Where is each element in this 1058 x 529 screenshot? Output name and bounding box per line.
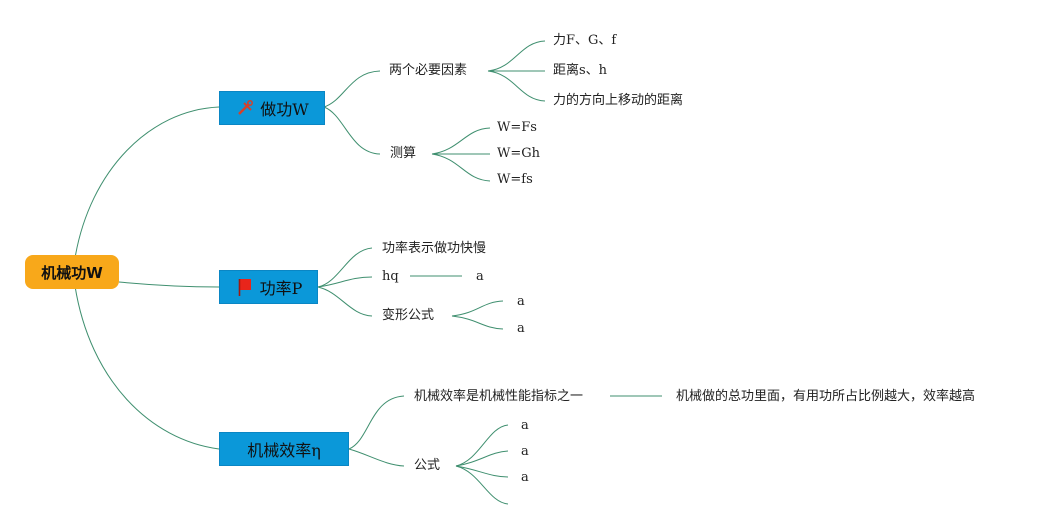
topic-two-factors[interactable]: 两个必要因素 <box>389 63 468 78</box>
branch-label: 做功W <box>260 100 309 119</box>
branch-work[interactable]: 做功W <box>219 91 325 125</box>
leaf-a[interactable]: a <box>521 444 529 459</box>
leaf-formula[interactable]: W=Fs <box>497 120 537 135</box>
leaf-force[interactable]: 力F、G、f <box>553 33 617 48</box>
leaf-direction-distance[interactable]: 力的方向上移动的距离 <box>553 93 684 108</box>
leaf-efficiency-note[interactable]: 机械做的总功里面，有用功所占比例越大，效率越高 <box>676 389 976 404</box>
topic-formula[interactable]: 公式 <box>414 458 441 473</box>
root-node[interactable]: 机械功W <box>25 255 119 289</box>
leaf-distance[interactable]: 距离s、h <box>553 63 608 78</box>
leaf-formula[interactable]: W=fs <box>497 172 533 187</box>
branch-label: 功率P <box>259 279 303 298</box>
topic-measure[interactable]: 测算 <box>390 146 417 161</box>
leaf-a[interactable]: a <box>521 470 529 485</box>
leaf-a[interactable]: a <box>517 294 525 309</box>
leaf-formula[interactable]: W=Gh <box>497 146 541 161</box>
branch-power[interactable]: 功率P <box>219 270 318 304</box>
tools-icon <box>235 98 255 118</box>
leaf-a[interactable]: a <box>476 269 484 284</box>
red-flag-icon <box>235 277 255 297</box>
topic-efficiency-indicator[interactable]: 机械效率是机械性能指标之一 <box>414 389 584 404</box>
topic-hq[interactable]: hq <box>382 269 399 284</box>
leaf-a[interactable]: a <box>521 418 529 433</box>
topic-variant-formula[interactable]: 变形公式 <box>382 308 435 323</box>
leaf-a[interactable]: a <box>517 321 525 336</box>
branch-efficiency[interactable]: 机械效率η <box>219 432 349 466</box>
branch-label: 机械效率η <box>247 441 321 460</box>
root-label: 机械功W <box>41 263 103 282</box>
topic-power-meaning[interactable]: 功率表示做功快慢 <box>382 241 487 256</box>
